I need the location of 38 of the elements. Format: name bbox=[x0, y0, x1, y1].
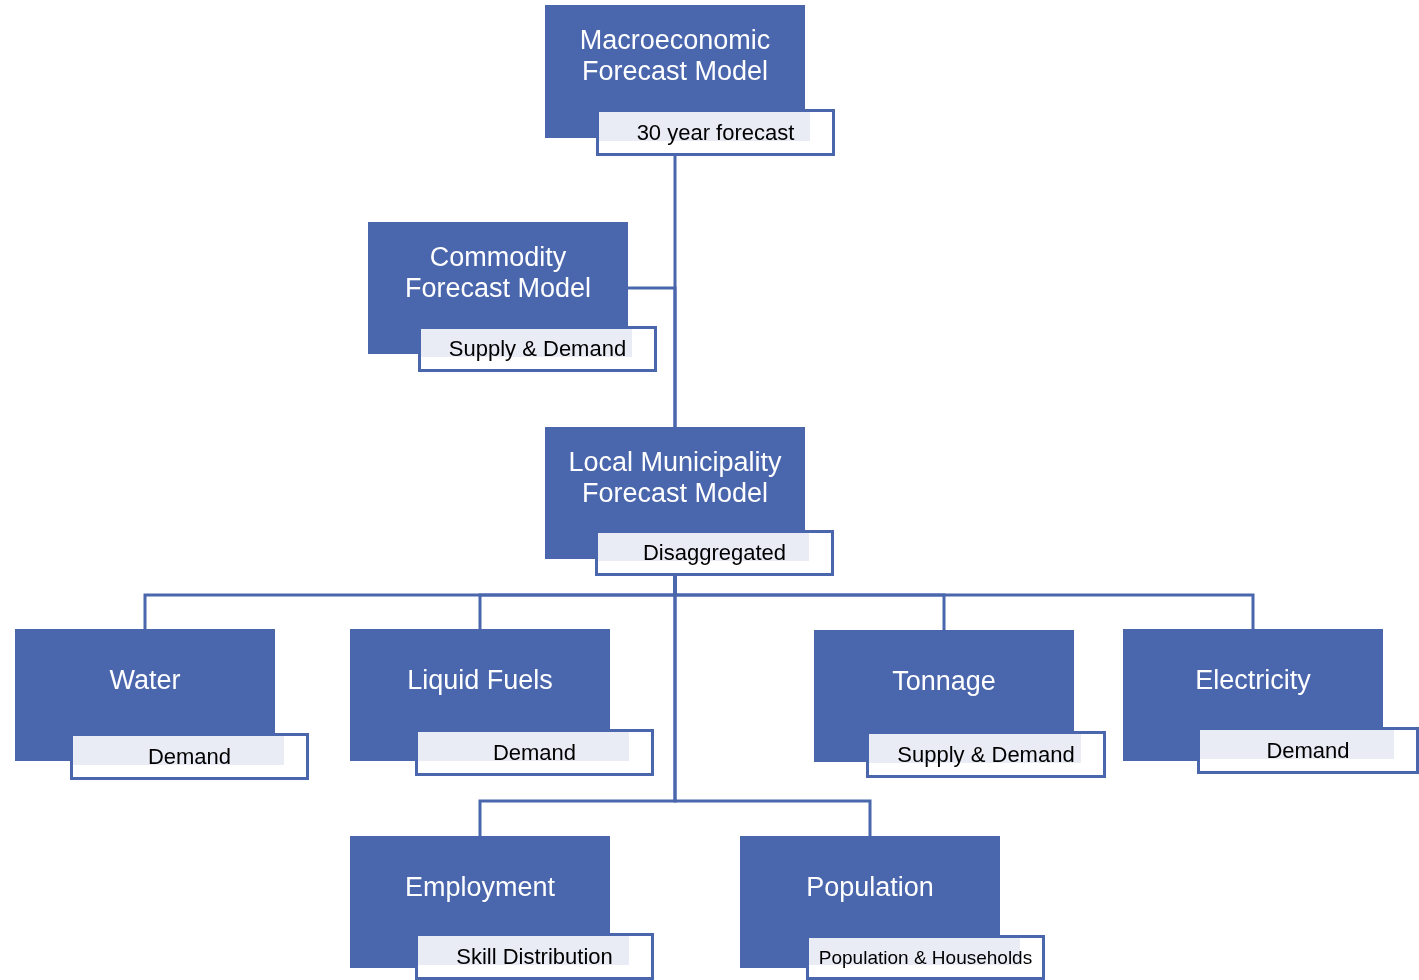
connector-line bbox=[673, 576, 872, 836]
model-title: Employment bbox=[404, 871, 556, 903]
model-title: Commodity Forecast Model bbox=[403, 242, 593, 304]
output-label: Supply & Demand bbox=[897, 743, 1075, 766]
model-box bbox=[350, 629, 610, 729]
output-label: Demand bbox=[492, 741, 577, 764]
output-tag bbox=[415, 933, 654, 980]
model-box bbox=[545, 427, 805, 530]
model-box bbox=[545, 5, 805, 109]
output-tag bbox=[418, 326, 657, 372]
model-box bbox=[368, 222, 628, 326]
model-title: Electricity bbox=[1195, 664, 1311, 696]
output-tag bbox=[70, 733, 309, 780]
output-tag bbox=[866, 731, 1106, 778]
output-tag bbox=[1197, 727, 1419, 774]
model-box bbox=[1123, 629, 1383, 727]
output-label: Population & Households bbox=[818, 947, 1033, 968]
output-label: Skill Distribution bbox=[456, 945, 613, 968]
output-tag bbox=[415, 729, 654, 776]
output-label: Demand bbox=[1266, 739, 1350, 762]
model-title: Local Municipality Forecast Model bbox=[567, 447, 783, 509]
output-tag bbox=[596, 109, 835, 156]
model-title: Water bbox=[109, 664, 181, 696]
model-box bbox=[350, 836, 610, 933]
model-box bbox=[15, 629, 275, 733]
model-title: Macroeconomic Forecast Model bbox=[578, 25, 772, 87]
model-box bbox=[814, 630, 1074, 731]
output-label: 30 year forecast bbox=[636, 121, 795, 144]
model-title: Liquid Fuels bbox=[407, 664, 553, 696]
output-label: Supply & Demand bbox=[448, 338, 627, 360]
model-title: Tonnage bbox=[892, 665, 996, 697]
connector-line bbox=[628, 286, 677, 427]
output-tag bbox=[595, 530, 834, 576]
output-label: Demand bbox=[147, 745, 232, 768]
output-label: Disaggregated bbox=[642, 542, 787, 564]
output-tag bbox=[806, 935, 1045, 980]
model-title: Population bbox=[806, 871, 934, 903]
model-box bbox=[740, 836, 1000, 935]
